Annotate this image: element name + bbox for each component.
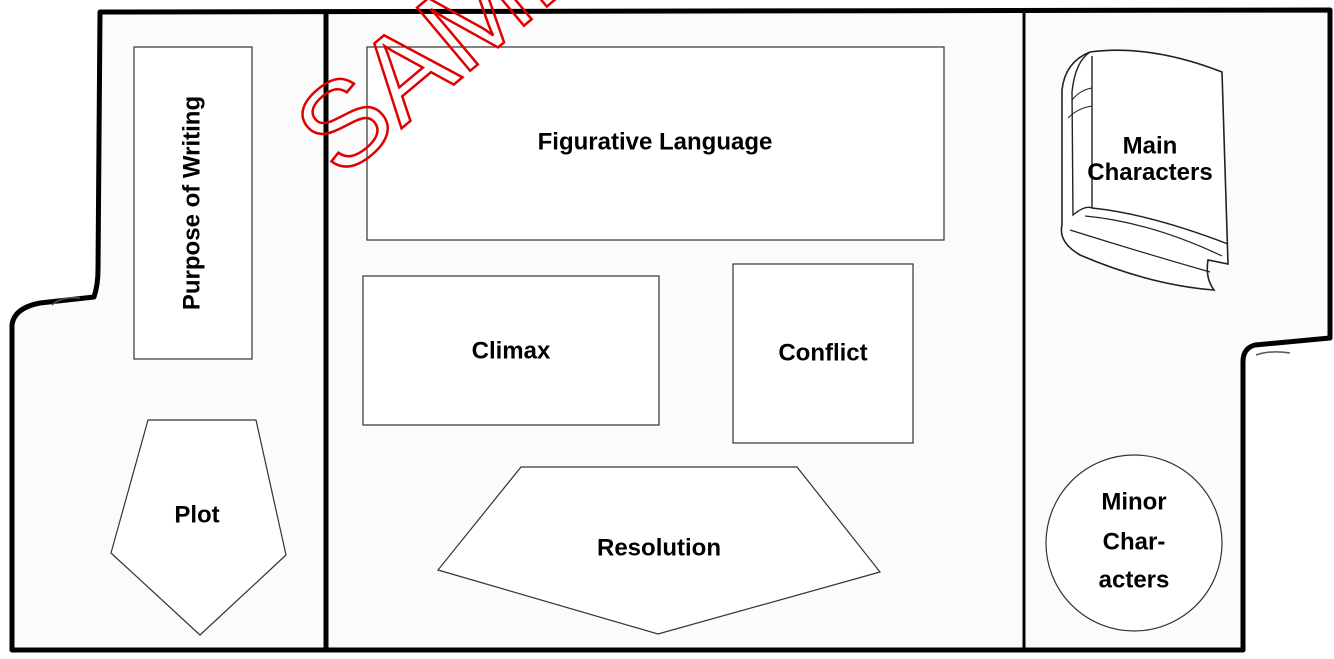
foldable-outline xyxy=(9,7,1333,653)
resolution-label: Resolution xyxy=(597,534,721,561)
conflict-box xyxy=(732,263,914,444)
purpose-of-writing-label: Purpose of Writing xyxy=(178,96,205,310)
minor-characters-line-3: acters xyxy=(1099,566,1170,593)
plot-label: Plot xyxy=(174,501,219,528)
purpose-of-writing-box xyxy=(133,46,253,360)
climax-label: Climax xyxy=(472,337,551,364)
minor-characters-line-1: Minor xyxy=(1101,488,1166,515)
resolution-pentagon xyxy=(436,466,882,635)
figurative-language-label: Figurative Language xyxy=(538,128,773,155)
book-icon xyxy=(1060,49,1229,291)
main-characters-line-2: Characters xyxy=(1087,159,1212,186)
plot-pentagon xyxy=(110,419,287,636)
climax-box xyxy=(362,275,660,426)
conflict-label: Conflict xyxy=(778,339,867,366)
figurative-language-box xyxy=(366,46,945,241)
minor-characters-circle xyxy=(1045,454,1223,632)
tab-mark-left xyxy=(51,296,81,306)
tab-mark-right xyxy=(1255,351,1291,356)
main-characters-line-1: Main xyxy=(1123,132,1178,159)
minor-characters-line-2: Char- xyxy=(1103,528,1166,555)
